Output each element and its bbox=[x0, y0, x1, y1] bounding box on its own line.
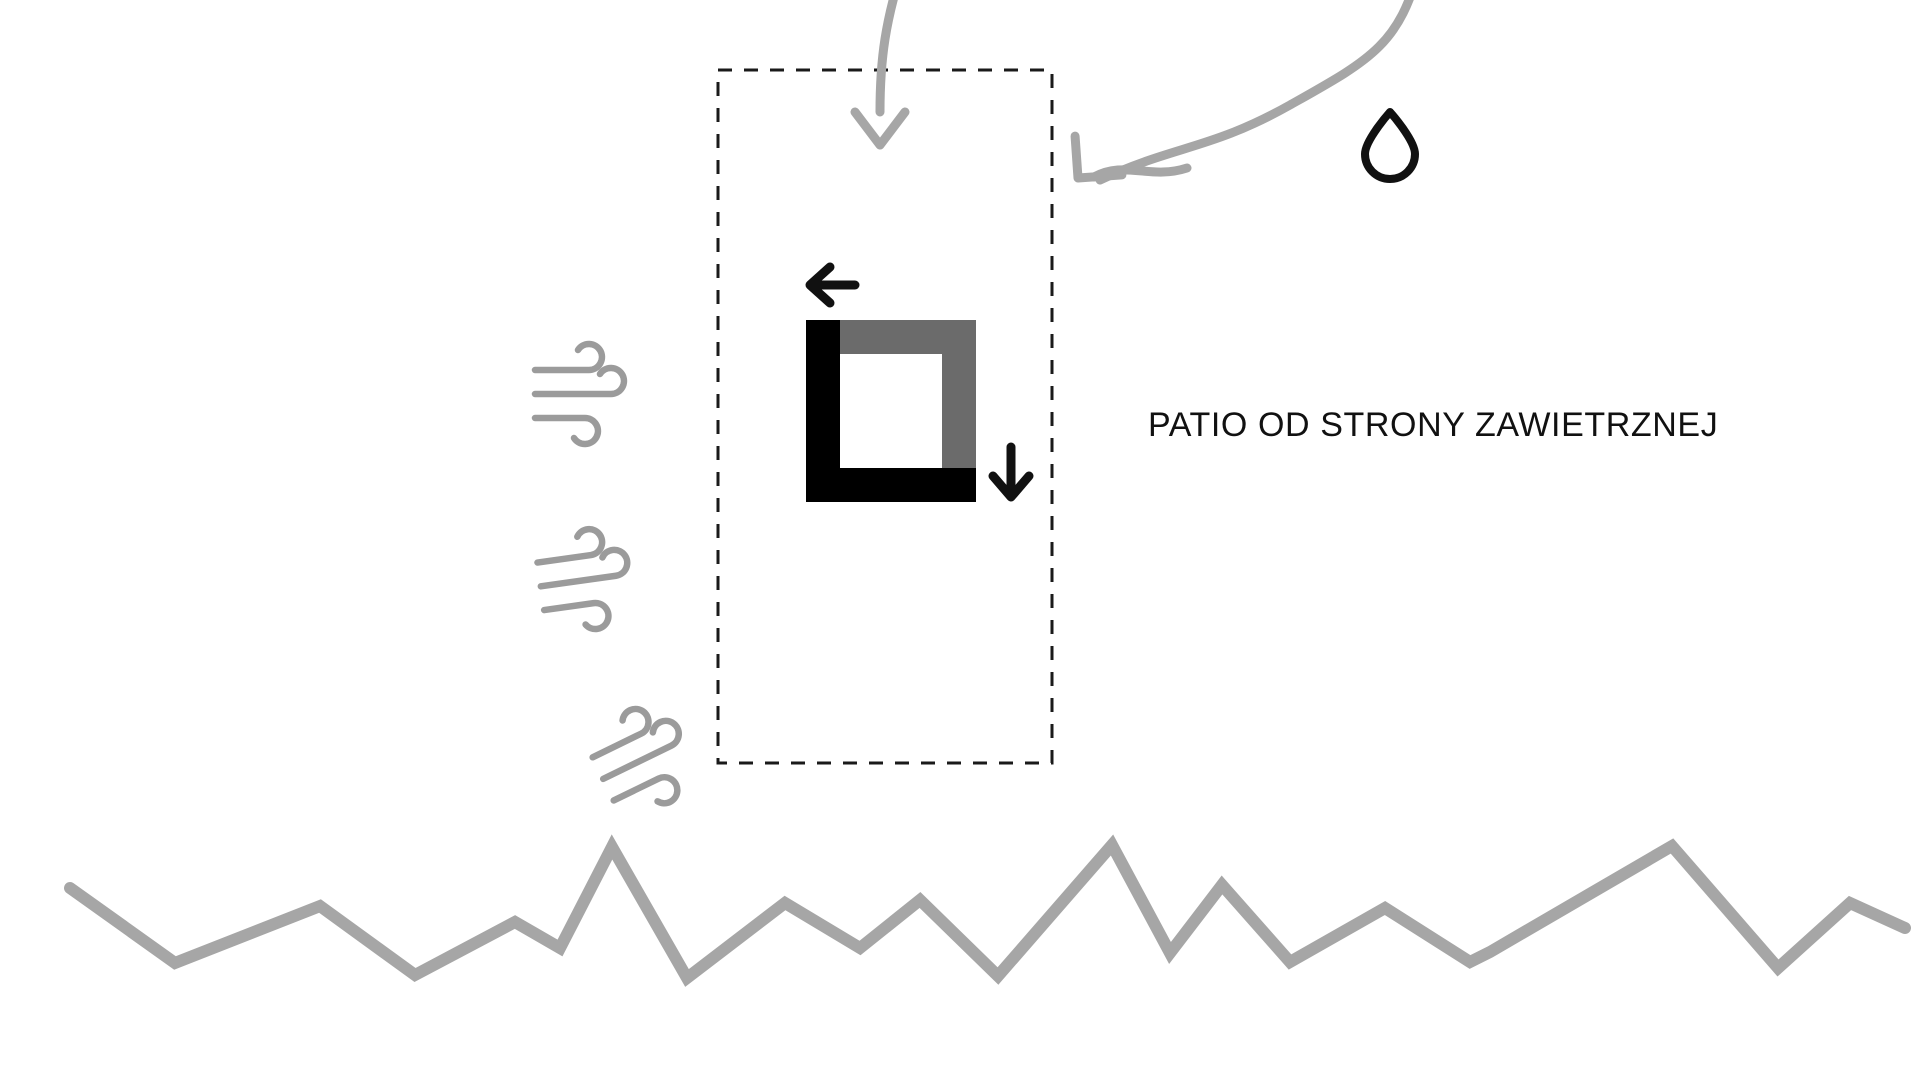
building-wall-bottom bbox=[806, 468, 976, 502]
wind-icon-lower bbox=[581, 695, 705, 824]
patio-label: PATIO OD STRONY ZAWIETRZNEJ bbox=[1148, 406, 1719, 444]
wind-icon-upper bbox=[535, 344, 624, 444]
building-left-arrow bbox=[805, 262, 860, 308]
wind-icon-middle bbox=[534, 524, 636, 635]
terrain-zigzag bbox=[64, 834, 1911, 987]
water-drop-icon bbox=[1361, 108, 1419, 183]
building-wall-right bbox=[942, 320, 976, 490]
wind-inflow-arrow bbox=[850, 0, 910, 150]
wind-sweep-arrow bbox=[1070, 0, 1414, 185]
building-ring bbox=[806, 320, 976, 502]
building-down-arrow bbox=[988, 442, 1034, 502]
building-courtyard bbox=[840, 354, 942, 468]
